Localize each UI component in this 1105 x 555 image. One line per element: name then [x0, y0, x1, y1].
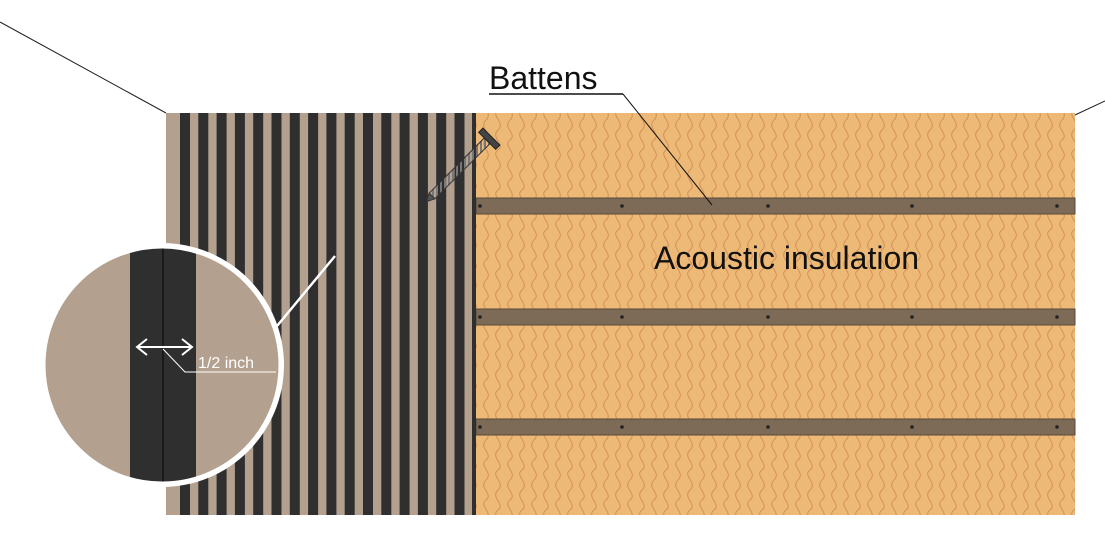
batten-nail: [620, 315, 624, 319]
slat-gap: [326, 113, 337, 515]
magnified-detail: 1/2 inch: [40, 243, 284, 487]
batten-nail: [766, 315, 770, 319]
double-arrow-icon: [135, 338, 194, 356]
battens-label: Battens: [489, 60, 598, 96]
slat-gap: [417, 113, 428, 515]
panel-edge: [472, 113, 476, 515]
batten-nail: [766, 204, 770, 208]
screw-icon: [425, 127, 501, 203]
batten-nail: [478, 204, 482, 208]
slat-gap: [381, 113, 392, 515]
batten-nail: [478, 425, 482, 429]
batten-nail: [766, 425, 770, 429]
batten-nail: [478, 315, 482, 319]
batten-nail: [1055, 315, 1059, 319]
batten: [475, 308, 1076, 326]
batten-nail: [620, 425, 624, 429]
batten: [475, 418, 1076, 436]
battens-callout: Battens: [489, 60, 713, 206]
slat-gap: [344, 113, 355, 515]
gap-width-label: 1/2 inch: [198, 355, 254, 372]
slat-gap: [289, 113, 300, 515]
slat-gap: [363, 113, 373, 515]
slat-gap: [436, 113, 447, 515]
batten-nail: [910, 425, 914, 429]
slat-gap: [271, 113, 282, 515]
batten-nail: [1055, 425, 1059, 429]
insulation-label: Acoustic insulation: [654, 240, 919, 276]
batten-nail: [620, 204, 624, 208]
perspective-line-right: [1074, 100, 1105, 116]
slat-gap: [454, 113, 465, 515]
batten-nail: [910, 204, 914, 208]
slat-gap: [308, 113, 319, 515]
gap-leader-line: [162, 348, 276, 373]
batten: [475, 197, 1076, 215]
magnifier-leader-line: [276, 255, 336, 327]
perspective-line-left: [0, 21, 167, 114]
slat-gap: [399, 113, 410, 515]
batten-nail: [1055, 204, 1059, 208]
batten-nail: [910, 315, 914, 319]
